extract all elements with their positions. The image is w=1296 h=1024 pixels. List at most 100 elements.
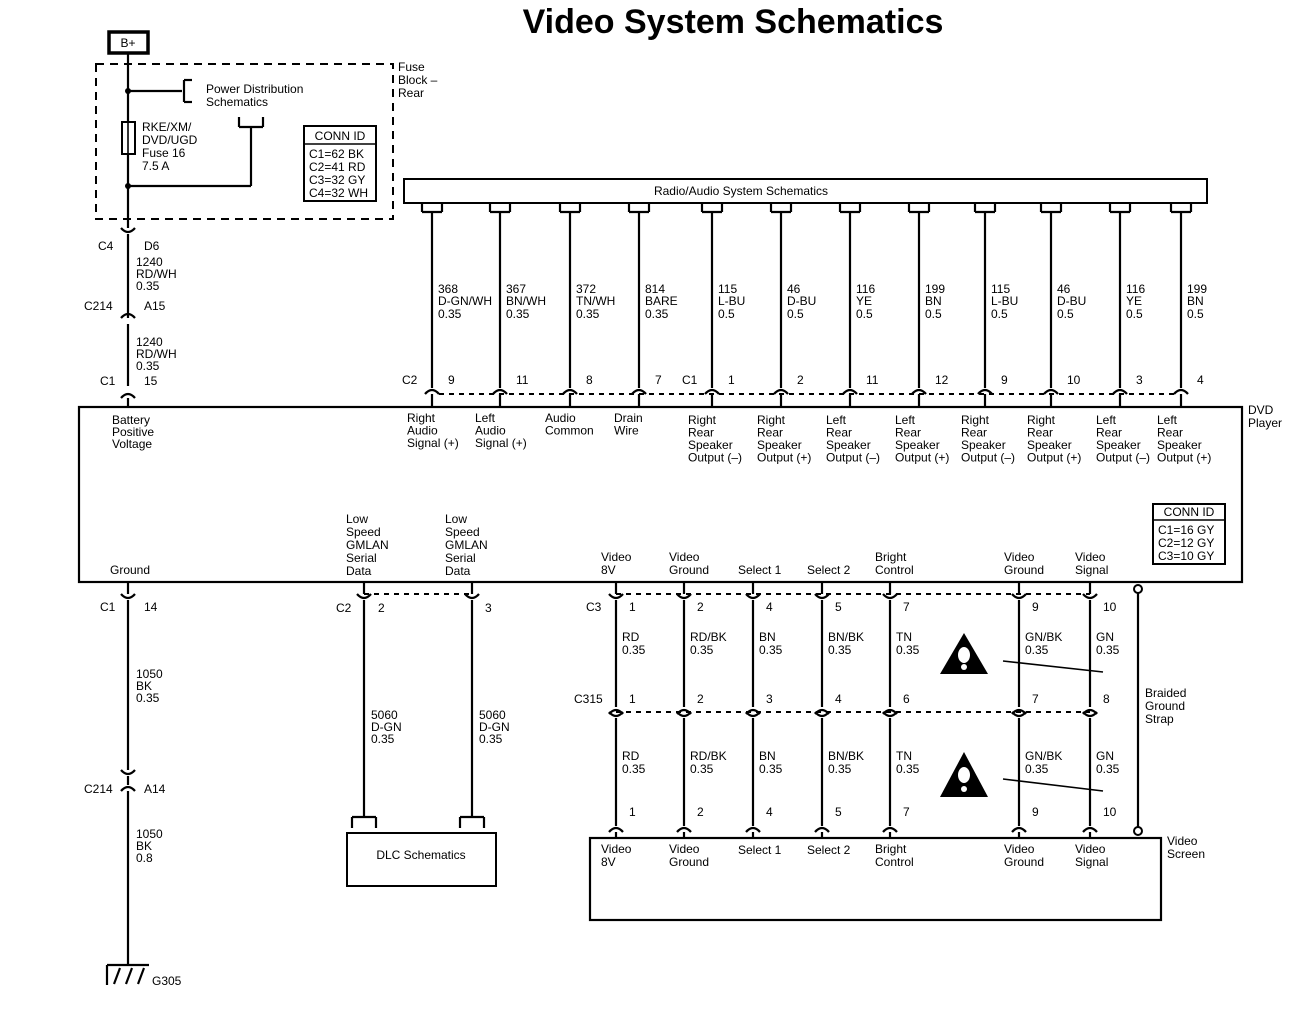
label-line: Positive [112,425,154,439]
battery-positive-voltage-label: Battery Positive Voltage [112,413,154,451]
pin-label: 7 [903,805,910,819]
pin-a15-label: A15 [144,299,166,313]
label-line: Serial [445,551,476,565]
fuse-label-line: Fuse 16 [142,146,186,160]
wire-color-label: BN [759,630,776,644]
pin-label: 9 [1001,373,1008,387]
pin-label: 12 [935,373,949,387]
dvd-input-function-label: Rear [826,426,852,440]
wire-color-label: D-GN/WH [438,294,492,308]
dvd-output-function-label: Ground [669,563,709,577]
wire-color-label: GN/BK [1025,630,1062,644]
conn-c1-label: C1 [100,374,116,388]
pin-label: 4 [835,692,842,706]
pin-a14-label: A14 [144,782,166,796]
pin-label: 2 [697,600,704,614]
conn-c4-label: C4 [98,239,114,253]
wire-circuit-label: 199 [1187,282,1207,296]
fuse-label-line: DVD/UGD [142,133,198,147]
pin-label: 7 [1032,692,1039,706]
ground-g305-icon [105,963,149,985]
gmlan-label-1: Low Speed GMLAN Serial Data [346,512,389,578]
pin-15-label: 15 [144,374,158,388]
dvd-input-function-label: Right [688,413,717,427]
wire-gauge-label: 0.35 [622,643,646,657]
label-line: Battery [112,413,150,427]
dvd-input-function-label: Output (–) [688,451,742,465]
pin-label: 4 [766,600,773,614]
wire-gauge-label: 0.35 [690,643,714,657]
wire-gauge-label: 0.5 [787,307,804,321]
wire-gauge-label: 0.35 [828,762,852,776]
wire-color-label: TN [896,630,912,644]
dvd-input-function-label: Speaker [688,438,733,452]
wire-gauge-label: 0.35 [828,643,852,657]
wire-color-label: YE [856,294,872,308]
wire-color-label: GN [1096,749,1114,763]
pin-label: 4 [1197,373,1204,387]
wire-circuit-label: 46 [787,282,801,296]
wire-gauge-label: 0.5 [1187,307,1204,321]
pin-label: 10 [1103,805,1117,819]
pin-label: 3 [766,692,773,706]
pin-2-label: 2 [378,601,385,615]
conn-id-entry: C3=10 GY [1158,549,1214,563]
wire-circuit-label: 372 [576,282,596,296]
screen-input-function-label: Video [601,842,632,856]
wire-color-label: L-BU [718,294,745,308]
battery-label: B+ [120,36,135,50]
wire-color-label: RD/BK [690,749,727,763]
dvd-input-function-label: Left [1096,413,1117,427]
dvd-input-function-label: Right [757,413,786,427]
dvd-input-function-label: Left [895,413,916,427]
dvd-input-function-label: Rear [688,426,714,440]
screen-input-function-label: Control [875,855,914,869]
wire-color-label: D-BU [1057,294,1086,308]
dvd-input-function-label: Audio [475,424,506,438]
wire-1050-upper-label: 1050 BK 0.35 [136,667,163,705]
wire-color-label: BN [1187,294,1204,308]
wire-gauge-label: 0.35 [1096,762,1120,776]
dvd-input-function-label: Speaker [961,438,1006,452]
wire-circuit-label: 814 [645,282,665,296]
wire-circuit-label: 115 [991,282,1010,296]
wire-5060-right-label: 5060 D-GN 0.35 [479,708,510,746]
wire-label-line: 0.35 [136,279,160,293]
label-line: Speed [346,525,381,539]
page-title: Video System Schematics [523,3,944,41]
wire-gauge-label: 0.5 [1057,307,1074,321]
label-line: Serial [346,551,377,565]
conn-id-box-dvd [1152,503,1226,565]
pin-label: 2 [697,692,704,706]
dvd-input-function-label: Speaker [1027,438,1072,452]
dvd-output-function-label: Video [1004,550,1035,564]
dvd-input-function-label: Wire [614,424,639,438]
wire-label-line: 0.35 [136,359,160,373]
screen-input-function-label: Video [1004,842,1035,856]
wire-gauge-label: 0.35 [1096,643,1120,657]
dvd-input-function-label: Drain [614,411,643,425]
dvd-player-box [77,405,1244,584]
power-distribution-line: Schematics [206,95,268,109]
dvd-input-function-label: Rear [1096,426,1122,440]
wire-color-label: BN/WH [506,294,546,308]
conn-c3-label: C3 [586,600,602,614]
ground-label: Ground [110,563,150,577]
pin-label: 5 [835,600,842,614]
wire-color-label: RD [622,749,640,763]
conn-id-title: CONN ID [315,129,366,143]
wire-gauge-label: 0.35 [645,307,669,321]
wire-gauge-label: 0.35 [576,307,600,321]
wire-color-label: BARE [645,294,678,308]
dvd-input-function-label: Output (+) [895,451,949,465]
video-wire-5: BrightControlBrightControl7TN0.356TN0.35… [875,550,920,869]
dvd-input-function-label: Audio [407,424,438,438]
